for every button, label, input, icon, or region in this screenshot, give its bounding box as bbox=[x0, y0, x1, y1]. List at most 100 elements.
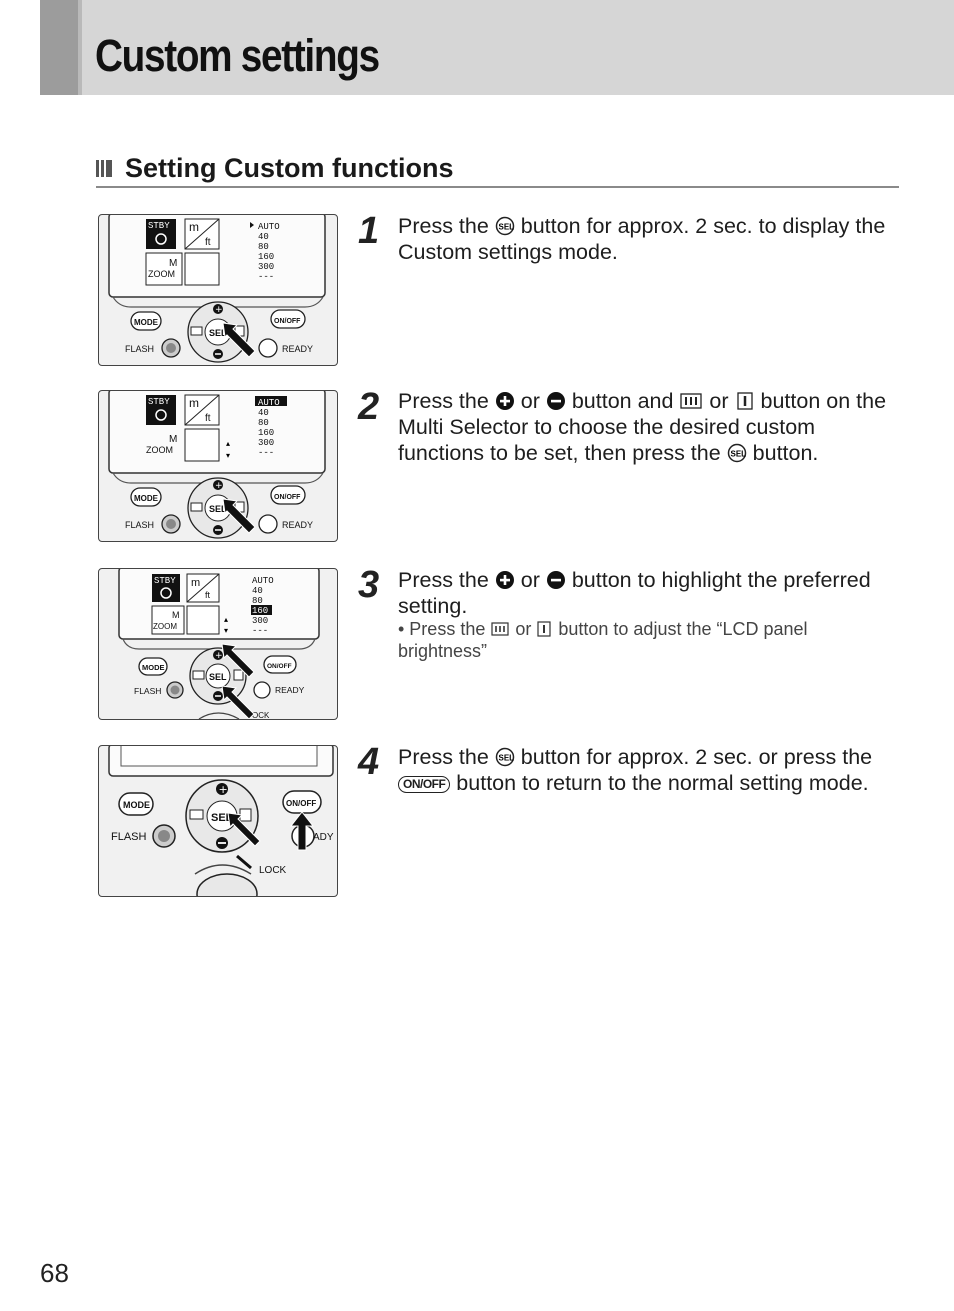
step-1-text: Press the SEL button for approx. 2 sec. … bbox=[398, 214, 886, 264]
zoom-m-label: M bbox=[172, 610, 180, 620]
step-4-text: Press the SEL button for approx. 2 sec. … bbox=[398, 745, 873, 795]
zoom-label: ZOOM bbox=[148, 269, 175, 279]
value-40: 40 bbox=[258, 408, 269, 418]
value-40: 40 bbox=[252, 586, 263, 596]
step-3-illustration: STBY m ft M ZOOM ▴ ▾ AUTO 40 80 160 300 … bbox=[98, 568, 338, 720]
ready-label: READY bbox=[275, 685, 305, 695]
onoff-button-label: ON/OFF bbox=[274, 318, 301, 325]
step-4-illustration: MODE ON/OFF SEL + FLASH ADY LOCK bbox=[98, 745, 338, 897]
onoff-button-label: ON/OFF bbox=[267, 663, 292, 670]
step-2-number: 2 bbox=[358, 386, 380, 428]
press-arrow-icon bbox=[289, 811, 315, 851]
value-auto: AUTO bbox=[258, 398, 280, 408]
value-300: 300 bbox=[252, 616, 268, 626]
value-dash: --- bbox=[258, 272, 274, 282]
step-4-number: 4 bbox=[358, 741, 380, 783]
svg-text:▴: ▴ bbox=[226, 439, 230, 448]
value-auto: AUTO bbox=[252, 576, 274, 586]
zoom-label: ZOOM bbox=[146, 445, 173, 455]
svg-text:SEL: SEL bbox=[498, 223, 514, 232]
onoff-button-label: ON/OFF bbox=[286, 799, 316, 808]
header-band bbox=[40, 0, 954, 95]
value-dash: --- bbox=[252, 626, 268, 636]
value-dash: --- bbox=[258, 448, 274, 458]
tele-flash-icon bbox=[736, 392, 753, 410]
stby-label: STBY bbox=[148, 397, 170, 407]
step-3-number: 3 bbox=[358, 564, 380, 606]
mode-button-label: MODE bbox=[134, 494, 159, 503]
svg-text:+: + bbox=[215, 481, 223, 491]
section-heading: Setting Custom functions bbox=[96, 152, 899, 188]
sel-label: SEL bbox=[211, 812, 233, 824]
sel-label: SEL bbox=[209, 328, 227, 338]
page-title: Custom settings bbox=[95, 30, 380, 81]
value-300: 300 bbox=[258, 262, 274, 272]
svg-text:SEL: SEL bbox=[730, 450, 746, 459]
svg-text:▴: ▴ bbox=[224, 615, 228, 624]
zoom-m-label: M bbox=[169, 258, 177, 269]
standby-icon bbox=[155, 233, 167, 245]
unit-m-label: m bbox=[189, 396, 199, 410]
unit-ft-label: ft bbox=[205, 237, 211, 248]
svg-text:▾: ▾ bbox=[226, 451, 230, 460]
wide-flash-icon bbox=[680, 393, 703, 409]
lock-label: OCK bbox=[252, 711, 270, 719]
value-80: 80 bbox=[258, 242, 269, 252]
step-3-bullet: • Press the or button to adjust the “LCD… bbox=[398, 619, 808, 661]
onoff-button-label: ON/OFF bbox=[274, 494, 301, 501]
press-arrow-icon bbox=[222, 322, 256, 358]
step-2-text: Press the or button and or button on the… bbox=[398, 389, 887, 465]
value-80: 80 bbox=[252, 596, 263, 606]
sel-label: SEL bbox=[209, 672, 227, 682]
unit-m-label: m bbox=[191, 577, 200, 589]
zoom-m-label: M bbox=[169, 434, 177, 445]
press-arrow-icon bbox=[221, 643, 255, 678]
tele-flash-icon bbox=[537, 621, 551, 637]
lock-label: LOCK bbox=[259, 865, 287, 876]
flash-label: FLASH bbox=[111, 831, 147, 843]
flash-label: FLASH bbox=[125, 520, 154, 530]
sel-label: SEL bbox=[209, 504, 227, 514]
sel-button-icon: SEL bbox=[495, 216, 515, 236]
flash-label: FLASH bbox=[125, 344, 154, 354]
minus-button-icon bbox=[546, 571, 565, 589]
zoom-label: ZOOM bbox=[153, 622, 177, 631]
page-number: 68 bbox=[40, 1258, 69, 1288]
plus-button-icon bbox=[495, 571, 514, 589]
press-arrow-icon bbox=[222, 498, 256, 534]
mode-button-label: MODE bbox=[134, 318, 159, 327]
wide-flash-icon bbox=[491, 622, 509, 636]
value-300: 300 bbox=[258, 438, 274, 448]
minus-button-icon bbox=[546, 392, 565, 410]
unit-ft-label: ft bbox=[205, 590, 211, 600]
press-arrow-icon bbox=[221, 685, 255, 719]
value-160: 160 bbox=[252, 606, 268, 616]
svg-text:+: + bbox=[215, 651, 223, 661]
unit-m-label: m bbox=[189, 220, 199, 234]
header-tab bbox=[40, 0, 78, 95]
ready-label: READY bbox=[282, 344, 313, 354]
pointer-icon bbox=[250, 222, 254, 228]
header-tab-edge bbox=[78, 0, 82, 95]
value-auto: AUTO bbox=[258, 222, 280, 232]
step-1-illustration: STBY m ft M ZOOM AUTO 40 80 160 300 --- … bbox=[98, 214, 338, 366]
value-160: 160 bbox=[258, 252, 274, 262]
svg-text:+: + bbox=[215, 305, 223, 315]
svg-text:SEL: SEL bbox=[498, 754, 514, 763]
plus-button-icon bbox=[495, 392, 514, 410]
sel-button-icon: SEL bbox=[727, 443, 746, 463]
sel-button-icon: SEL bbox=[495, 747, 515, 767]
unit-ft-label: ft bbox=[205, 413, 211, 424]
value-160: 160 bbox=[258, 428, 274, 438]
ready-label: READY bbox=[282, 520, 313, 530]
ready-label: ADY bbox=[313, 832, 334, 843]
onoff-button-icon: ON/OFF bbox=[398, 776, 451, 793]
step-2-illustration: STBY m ft M ZOOM ▴ ▾ AUTO 40 80 160 300 … bbox=[98, 390, 338, 542]
flash-label: FLASH bbox=[134, 686, 161, 696]
press-arrow-icon bbox=[227, 812, 261, 847]
step-1-number: 1 bbox=[358, 210, 380, 252]
section-title: Setting Custom functions bbox=[125, 153, 454, 183]
stby-label: STBY bbox=[154, 576, 176, 586]
step-3-text: Press the or button to highlight the pre… bbox=[398, 568, 871, 618]
stby-label: STBY bbox=[148, 221, 170, 231]
